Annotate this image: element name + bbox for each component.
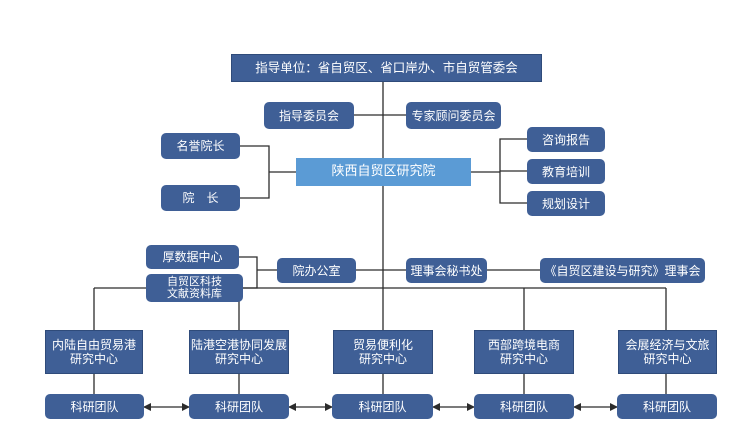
literature-library-box: 自贸区科技 文献资料库 [146,274,243,302]
expert-committee-box: 专家顾问委员会 [406,102,501,129]
center-box-2: 陆港空港协同发展 研究中心 [189,330,289,374]
team-box-1: 科研团队 [45,394,144,419]
service-planning-box: 规划设计 [527,191,605,216]
office-box: 院办公室 [277,258,356,283]
team-box-3: 科研团队 [332,394,433,419]
dean-box: 院 长 [161,185,240,211]
guide-unit-box: 指导单位：省自贸区、省口岸办、市自贸管委会 [231,54,542,82]
team-box-5: 科研团队 [617,394,717,419]
service-consulting-box: 咨询报告 [527,127,605,152]
center-box-4: 西部跨境电商 研究中心 [474,330,574,374]
steering-committee-box: 指导委员会 [264,102,354,129]
center-box-5: 会展经济与文旅 研究中心 [618,330,717,374]
dean-bracket [240,145,270,199]
secretariat-box: 理事会秘书处 [406,258,487,283]
honorary-dean-box: 名誉院长 [161,133,240,159]
council-box: 《自贸区建设与研究》理事会 [540,258,705,283]
team-box-4: 科研团队 [474,394,574,419]
team-box-2: 科研团队 [189,394,289,419]
data-center-box: 厚数据中心 [146,245,239,269]
institute-box: 陕西自贸区研究院 [296,158,471,186]
center-box-3: 贸易便利化 研究中心 [333,330,433,374]
center-box-1: 内陆自由贸易港 研究中心 [45,330,143,374]
service-training-box: 教育培训 [527,159,605,184]
